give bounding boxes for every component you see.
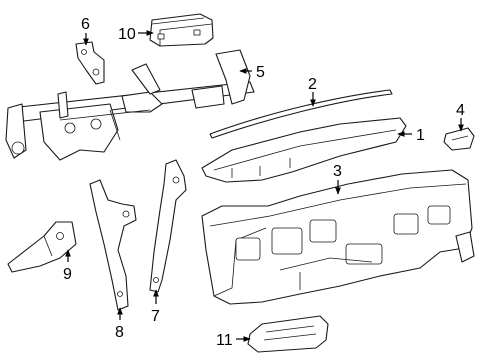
- part-8-brace: [89, 179, 137, 311]
- part-4-trim-piece: [443, 127, 475, 151]
- part-11-lower-panel: [247, 315, 329, 353]
- part-2-defroster-strip: [209, 89, 393, 139]
- part-3-instrument-panel: [201, 169, 475, 305]
- callout-11: 11: [216, 332, 233, 349]
- part-1-upper-panel: [201, 117, 407, 183]
- cross-car-beam: [5, 49, 255, 161]
- callout-10: 10: [118, 26, 136, 43]
- callout-9: 9: [63, 266, 72, 283]
- callout-3: 3: [333, 163, 342, 180]
- callout-labels: 1 2 3 4 5 6 7 8 9 10 11: [63, 16, 465, 349]
- callout-1: 1: [416, 127, 425, 144]
- part-10-airbag-module: [149, 13, 214, 47]
- callout-7: 7: [151, 308, 160, 325]
- part-6-bracket: [75, 41, 105, 85]
- callout-8: 8: [115, 324, 124, 341]
- callout-5: 5: [256, 64, 265, 81]
- leader-lines: [65, 30, 464, 342]
- part-9-lower-bracket: [7, 221, 77, 273]
- part-7-long-brace: [149, 159, 187, 293]
- callout-6: 6: [81, 16, 90, 33]
- callout-2: 2: [308, 76, 317, 93]
- callout-4: 4: [456, 102, 465, 119]
